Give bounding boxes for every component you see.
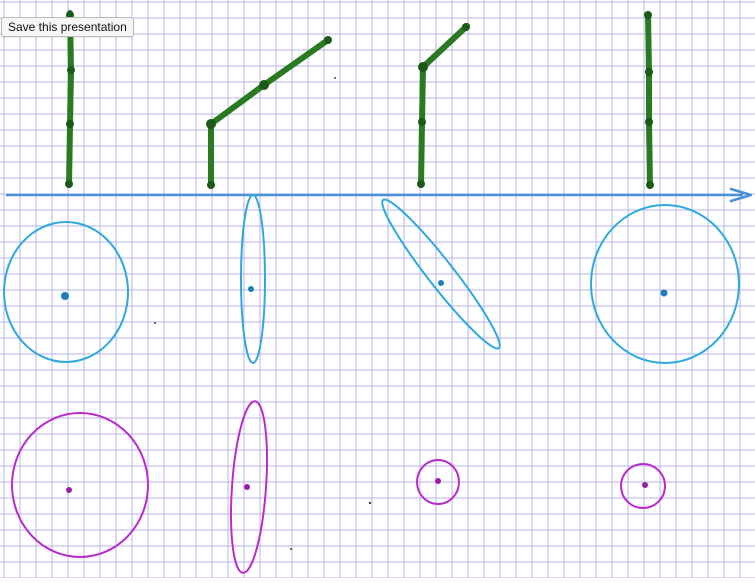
stray-marks [154, 77, 372, 550]
center-dot [248, 286, 254, 292]
stick-joint [646, 181, 654, 189]
magenta-ellipse [230, 400, 268, 574]
magenta-centers [66, 478, 648, 493]
save-presentation-button[interactable]: Save this presentation [1, 17, 134, 37]
stick-joint [207, 181, 215, 189]
stick-segments [66, 10, 74, 188]
center-dot [660, 289, 668, 297]
stick-segments [418, 23, 470, 188]
cyan-ellipse [3, 221, 129, 363]
stick-joint [417, 180, 425, 188]
stick-joint [462, 23, 470, 31]
pencil-speck [368, 501, 372, 505]
stick-figure-2 [206, 36, 332, 189]
stick-joint [65, 180, 73, 188]
pencil-speck [290, 548, 292, 550]
stick-joint [66, 120, 74, 128]
pencil-speck [334, 77, 336, 79]
stick-joint [645, 118, 653, 126]
magenta-ellipse [416, 459, 460, 505]
cyan-centers [61, 280, 668, 300]
stick-segments [208, 37, 331, 189]
center-dot [642, 482, 648, 488]
center-dot [244, 484, 250, 490]
stick-joint [644, 11, 652, 19]
cyan-ellipse [240, 194, 266, 364]
cyan-ellipse [590, 204, 740, 364]
stick-joint [206, 119, 216, 129]
center-dot [438, 280, 444, 286]
stick-joint [418, 118, 426, 126]
stick-joint [645, 68, 653, 76]
magenta-ellipse-row [11, 400, 666, 574]
cyan-ellipse [381, 198, 501, 350]
center-dot [435, 478, 441, 484]
stick-figure-4 [644, 11, 654, 189]
center-dot [66, 487, 72, 493]
magenta-ellipse [620, 463, 666, 509]
horizontal-axis [6, 187, 753, 203]
arrow-right-icon [729, 187, 753, 203]
stick-segments [645, 11, 653, 189]
pencil-speck [154, 322, 156, 324]
magenta-ellipse [11, 412, 149, 558]
stick-joint [418, 62, 428, 72]
cyan-ellipse-row [3, 194, 740, 364]
stick-joint [67, 66, 75, 74]
stick-joint [259, 80, 269, 90]
stick-figure-3 [417, 23, 470, 188]
center-dot [61, 292, 69, 300]
stick-joint [324, 36, 332, 44]
